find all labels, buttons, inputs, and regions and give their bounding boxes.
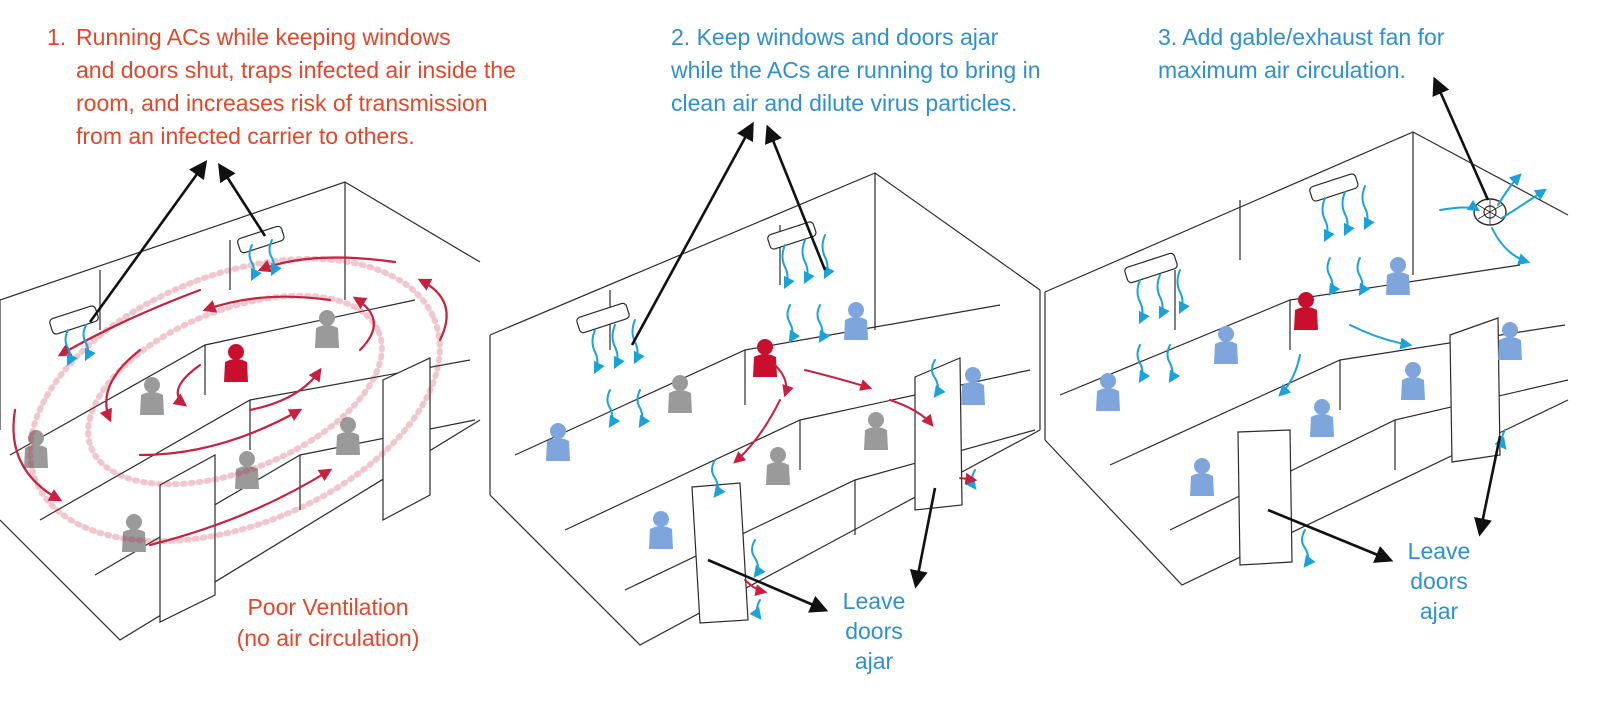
- panel1-caption-number: 1.: [47, 24, 67, 50]
- panel2-ac-unit-right: [767, 221, 817, 250]
- panel1-caption: 1. Running ACs while keeping windows and…: [47, 21, 607, 153]
- panel1-caption-line-4: from an infected carrier to others.: [76, 123, 415, 149]
- panel3-door-label-line-3: ajar: [1419, 598, 1459, 624]
- panel1-people: [24, 310, 360, 552]
- exposed-person: [24, 430, 48, 468]
- panel1-caption-line-1: Running ACs while keeping windows: [76, 24, 451, 50]
- panel3-ac-unit-right: [1309, 173, 1359, 202]
- panel2-room: [489, 172, 1041, 646]
- panel1-caption-line-3: room, and increases risk of transmission: [76, 90, 488, 116]
- poor-ventilation-label: Poor Ventilation (no air circulation): [213, 592, 443, 654]
- exposed-person: [766, 447, 790, 485]
- panel2-pointer-arrows: [630, 121, 937, 613]
- panel2-door-label-line-3: ajar: [854, 648, 894, 674]
- panel1-trapped-air-arrows: [12, 255, 448, 547]
- panel3-door-label-line-2: doors: [1410, 568, 1468, 594]
- panel2-door-label-line-1: Leave: [842, 588, 906, 614]
- healthy-person: [649, 511, 673, 549]
- panel3-caption: 3. Add gable/exhaust fan for maximum air…: [1158, 21, 1558, 87]
- poor-ventilation-line-1: Poor Ventilation: [247, 594, 409, 620]
- healthy-person: [1386, 257, 1410, 295]
- panel3-people: [1096, 257, 1522, 496]
- exposed-person: [668, 375, 692, 413]
- panel2-caption-line-1: 2. Keep windows and doors ajar: [671, 24, 999, 50]
- healthy-person: [1401, 362, 1425, 400]
- panel3-caption-line-2: maximum air circulation.: [1158, 57, 1406, 83]
- healthy-person: [1096, 373, 1120, 411]
- panel3-leave-doors-ajar-label: Leave doors ajar: [1389, 536, 1489, 626]
- exhaust-fan-icon: [1473, 198, 1507, 226]
- panel3-pointer-arrows: [1267, 76, 1502, 563]
- panel2-door-label-line-2: doors: [845, 618, 903, 644]
- panel3-ac-unit-left: [1124, 252, 1178, 284]
- panel1-caption-line-2: and doors shut, traps infected air insid…: [76, 57, 516, 83]
- panel3-airflow: [1136, 173, 1547, 568]
- panel2-leave-doors-ajar-label: Leave doors ajar: [824, 586, 924, 676]
- infected-person: [224, 344, 248, 382]
- panel1-room: [0, 181, 481, 641]
- exposed-person: [315, 310, 339, 348]
- panel3-door-label-line-1: Leave: [1407, 538, 1471, 564]
- panel2-caption: 2. Keep windows and doors ajar while the…: [671, 21, 1131, 120]
- healthy-person: [546, 423, 570, 461]
- panel2-people: [546, 302, 985, 549]
- exposed-person: [235, 451, 259, 489]
- exposed-person: [864, 412, 888, 450]
- panel2-caption-line-2: while the ACs are running to bring in: [671, 57, 1041, 83]
- healthy-person: [1310, 399, 1334, 437]
- panel2-ac-airflow: [591, 234, 977, 620]
- panel2-ac-unit-left: [576, 302, 630, 334]
- panel1-pointer-arrows: [88, 160, 267, 323]
- exposed-person: [140, 377, 164, 415]
- panel2-doors-ajar: [691, 357, 963, 624]
- healthy-person: [1190, 458, 1214, 496]
- infected-person: [753, 339, 777, 377]
- panel3-room: [1044, 131, 1569, 586]
- panel1-ac-airflow: [64, 239, 282, 367]
- poor-ventilation-line-2: (no air circulation): [236, 625, 420, 651]
- infected-person: [1294, 292, 1318, 330]
- exposed-person: [122, 514, 146, 552]
- healthy-person: [961, 367, 985, 405]
- healthy-person: [844, 302, 868, 340]
- panel2-infected-air-exiting: [733, 364, 978, 596]
- panel1-door-closed: [159, 357, 431, 623]
- panel2-caption-line-3: clean air and dilute virus particles.: [671, 90, 1018, 116]
- exposed-person: [336, 417, 360, 455]
- healthy-person: [1214, 326, 1238, 364]
- panel3-caption-line-1: 3. Add gable/exhaust fan for: [1158, 24, 1445, 50]
- panel1-ac-unit-left: [49, 305, 99, 335]
- healthy-person: [1498, 322, 1522, 360]
- panel3-doors-ajar: [1237, 317, 1501, 566]
- panel1-ac-unit-right: [237, 225, 285, 254]
